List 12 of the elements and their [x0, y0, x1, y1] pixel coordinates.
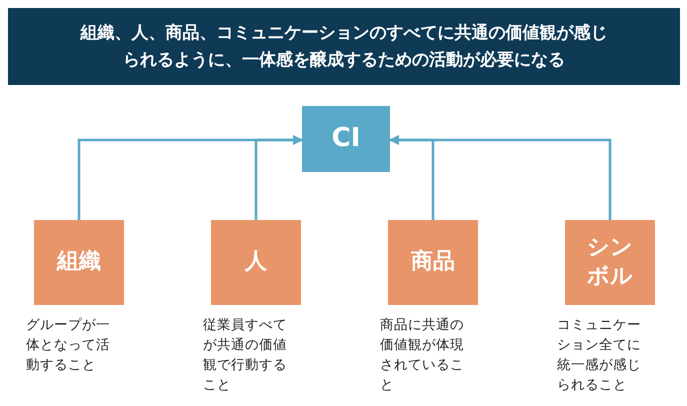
category-box: 組織: [34, 220, 124, 305]
description-text: 従業員すべてが共通の価値観で行動すること: [203, 316, 288, 395]
category-box: 人: [211, 220, 301, 305]
category-box: 商品: [388, 220, 478, 305]
arrow: [254, 135, 303, 220]
description-text: 商品に共通の価値観が体現されていること: [380, 316, 465, 395]
description-text: グループが一体となって活動すること: [26, 316, 111, 375]
description-text: コミュニケーション全てに統一感が感じられること: [557, 316, 642, 395]
ci-box: CI: [302, 106, 390, 172]
category-box: シンボル: [565, 220, 655, 305]
title-banner: 組織、人、商品、コミュニケーションのすべてに共通の価値観が感じられるように、一体感を醸成するための活動が必要になる: [8, 8, 680, 85]
arrow: [389, 135, 612, 220]
